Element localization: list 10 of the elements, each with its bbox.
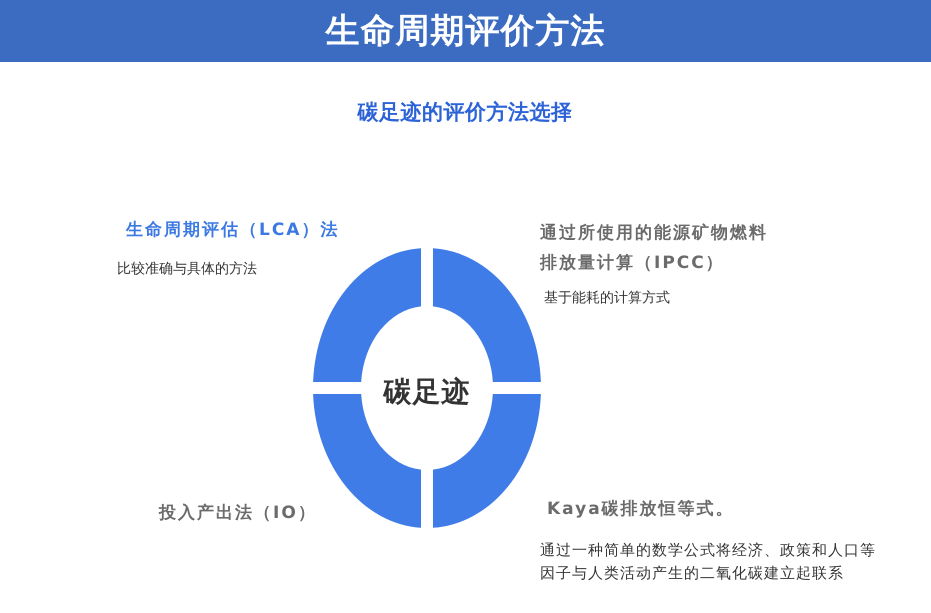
method-heading: 生命周期评估（LCA）法 [126, 219, 340, 242]
method-description: 比较准确与具体的方法 [117, 260, 258, 279]
center-label: 碳足迹 [384, 375, 470, 409]
method-heading: 通过所使用的能源矿物燃料排放量计算（IPCC） [540, 222, 769, 275]
subtitle: 碳足迹的评价方法选择 [358, 99, 572, 126]
method-heading: 投入产出法（IO） [159, 502, 318, 525]
method-heading: Kaya碳排放恒等式。 [547, 498, 736, 521]
method-description: 基于能耗的计算方式 [544, 289, 671, 308]
method-description: 通过一种简单的数学公式将经济、政策和人口等因子与人类活动产生的二氧化碳建立起联系 [540, 540, 877, 584]
page-title: 生命周期评价方法 [326, 11, 606, 51]
